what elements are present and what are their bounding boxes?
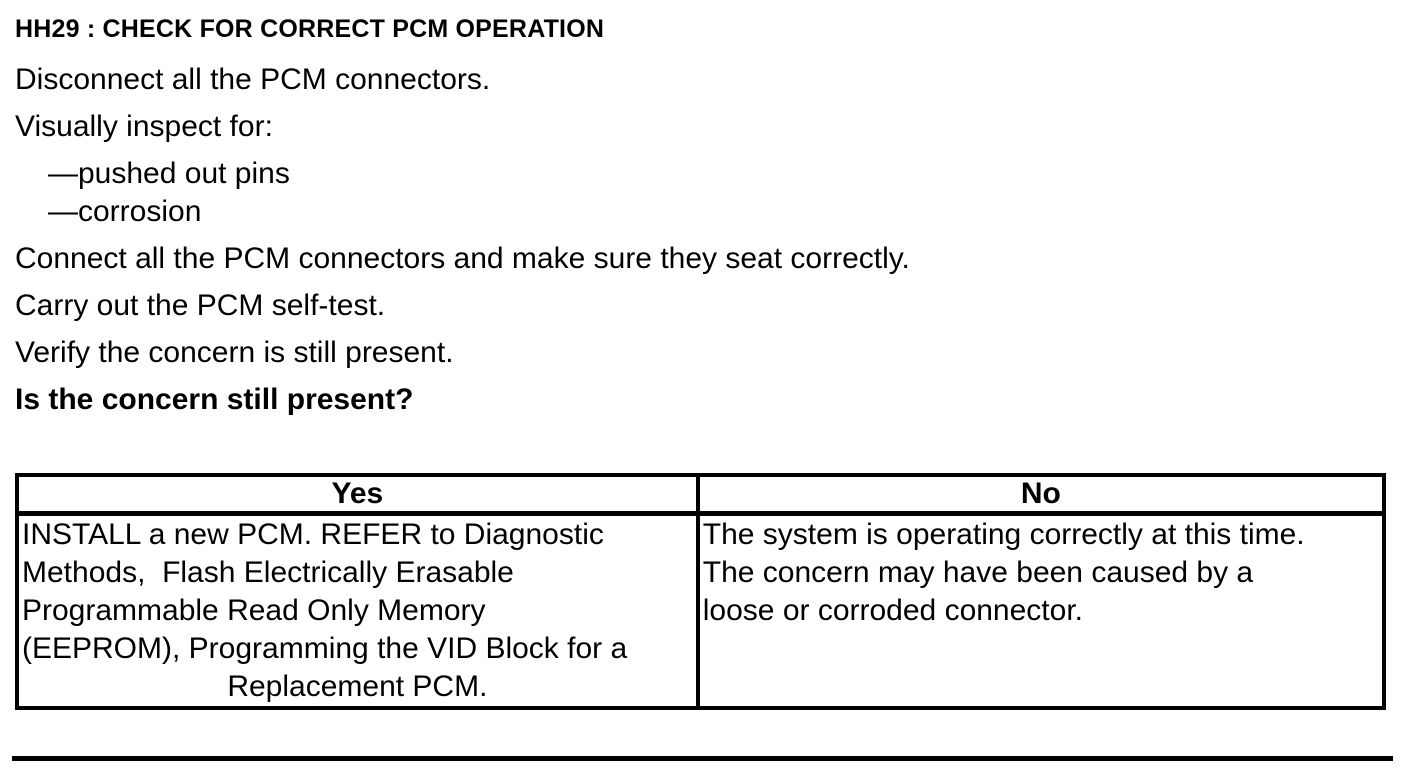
no-action-line: The concern may have been caused by a	[702, 556, 1254, 589]
no-column-header: No	[695, 473, 1387, 516]
decision-table-body-row: INSTALL a new PCM. REFER to Diagnostic M…	[15, 511, 1387, 710]
yes-action-line: Programmable Read Only Memory	[22, 594, 486, 627]
decision-table-header-row: Yes No	[15, 473, 1387, 516]
yes-action-line: INSTALL a new PCM. REFER to Diagnostic	[22, 518, 604, 551]
yes-action-line: Methods, Flash Electrically Erasable	[22, 556, 514, 589]
step-connect-connectors: Connect all the PCM connectors and make …	[15, 242, 910, 275]
no-action-cell: The system is operating correctly at thi…	[695, 511, 1387, 710]
yes-action-line: (EEPROM), Programming the VID Block for …	[22, 632, 628, 665]
decision-question: Is the concern still present?	[15, 383, 414, 416]
horizontal-rule	[12, 756, 1393, 761]
decision-table: Yes No INSTALL a new PCM. REFER to Diagn…	[15, 473, 1387, 710]
step-self-test: Carry out the PCM self-test.	[15, 289, 386, 322]
no-action-line: The system is operating correctly at thi…	[702, 518, 1305, 551]
no-action-line: loose or corroded connector.	[702, 594, 1083, 627]
yes-column-header: Yes	[15, 473, 700, 516]
step-disconnect-connectors: Disconnect all the PCM connectors.	[15, 63, 491, 96]
inspect-item-pushed-out-pins: —pushed out pins	[48, 157, 290, 190]
yes-action-line-centered: Replacement PCM.	[227, 670, 488, 703]
step-verify-concern: Verify the concern is still present.	[15, 336, 454, 369]
inspect-item-corrosion: —corrosion	[48, 195, 202, 228]
step-inspect-intro: Visually inspect for:	[15, 110, 273, 143]
yes-action-cell: INSTALL a new PCM. REFER to Diagnostic M…	[15, 511, 700, 710]
procedure-title: HH29 : CHECK FOR CORRECT PCM OPERATION	[15, 15, 605, 43]
